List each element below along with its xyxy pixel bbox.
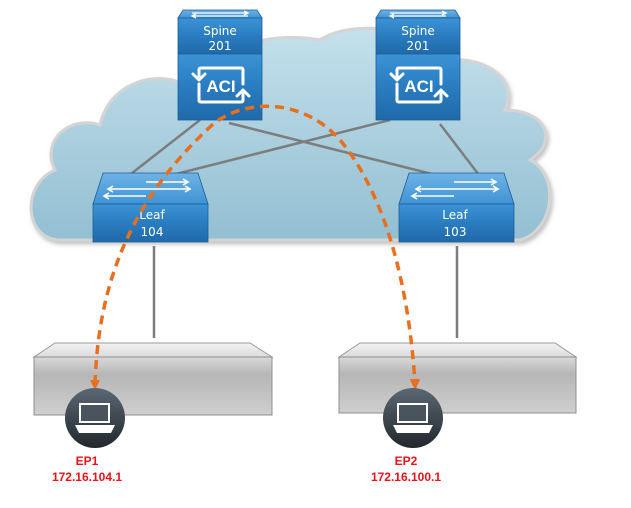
spine-top-face — [375, 9, 461, 19]
link-spine-left-leaf-104 — [126, 119, 201, 178]
spine-label-line1: Spine — [203, 24, 237, 38]
spine-top-face — [177, 9, 263, 19]
endpoint-name: EP2 — [395, 454, 418, 468]
spine-label-line2: 201 — [407, 39, 430, 53]
leaf-switch-103[interactable]: Leaf 103 — [398, 172, 515, 243]
endpoint-ep1[interactable]: EP1 172.16.104.1 — [52, 388, 125, 484]
spine-label-line1: Spine — [401, 24, 435, 38]
link-spine-right-leaf-104 — [171, 118, 391, 177]
endpoint-ip: 172.16.104.1 — [52, 470, 122, 484]
laptop-icon — [75, 403, 115, 433]
endpoint-ep2[interactable]: EP2 172.16.100.1 — [371, 388, 443, 484]
leaf-label-line1: Leaf — [442, 208, 468, 222]
traffic-path — [93, 104, 420, 389]
leaf-body — [398, 203, 515, 243]
spine-switch-right[interactable]: Spine 201 ACI — [375, 9, 461, 121]
host-top-face — [337, 342, 578, 358]
host-server-right[interactable] — [337, 342, 578, 414]
leaf-label-line1: Leaf — [139, 208, 165, 222]
aci-logo-text: ACI — [404, 77, 433, 96]
spine-switch-left[interactable]: Spine 201 ACI — [177, 9, 263, 121]
leaf-label-line2: 104 — [141, 225, 164, 239]
arrows-icon — [388, 10, 448, 19]
spine-label-panel — [375, 17, 461, 55]
arrows-icon — [102, 178, 192, 200]
arrows-icon — [410, 178, 500, 200]
aci-logo-icon — [389, 66, 449, 104]
spine-label-line2: 201 — [209, 39, 232, 53]
arrows-icon — [190, 10, 250, 19]
spine-label-panel — [177, 17, 263, 55]
link-spine-right-leaf-103 — [439, 123, 480, 176]
host-top-face — [32, 342, 274, 358]
leaf-label-line2: 103 — [444, 225, 467, 239]
fabric-links — [126, 118, 480, 338]
leaf-switch-104[interactable]: Leaf 104 — [92, 172, 209, 243]
traffic-arrow-ep2 — [410, 380, 420, 390]
host-body — [338, 356, 577, 414]
link-spine-left-leaf-103 — [228, 121, 433, 176]
spine-body — [375, 53, 461, 121]
traffic-arrow-ep1 — [90, 380, 100, 390]
leaf-body — [92, 203, 209, 243]
laptop-icon — [393, 403, 433, 433]
endpoint-ip: 172.16.100.1 — [371, 470, 441, 484]
endpoint-name: EP1 — [76, 454, 99, 468]
aci-logo-icon — [191, 66, 251, 104]
aci-logo-text: ACI — [206, 77, 235, 96]
